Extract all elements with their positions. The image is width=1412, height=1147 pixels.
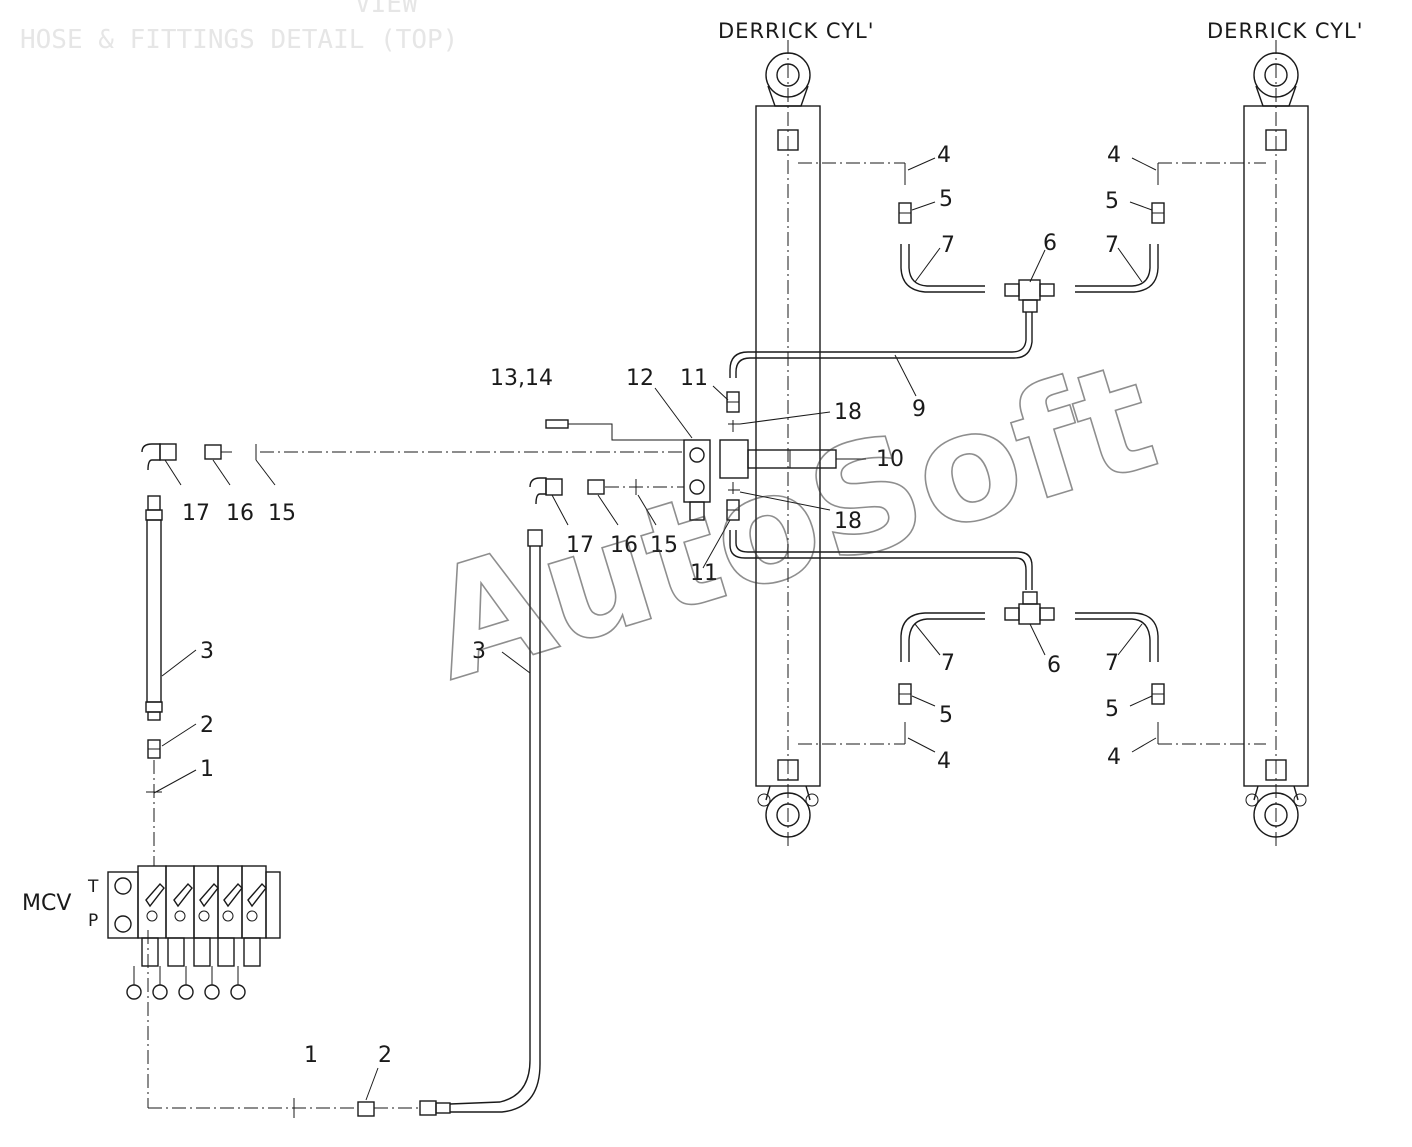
callout-18-upper: 18 bbox=[834, 400, 862, 425]
callout-2-bottom: 2 bbox=[378, 1043, 392, 1068]
right-cylinder-title: DERRICK CYL' bbox=[1207, 19, 1364, 43]
mcv-label: MCV bbox=[22, 891, 71, 916]
left-cylinder-title: DERRICK CYL' bbox=[718, 19, 875, 43]
faded-header-title: HOSE & FITTINGS DETAIL (TOP) bbox=[20, 25, 458, 55]
derrick-cylinder-left bbox=[755, 40, 821, 850]
derrick-cylinder-right bbox=[1243, 40, 1309, 850]
leader-lines bbox=[153, 157, 1157, 1101]
callout-7-lower-right: 7 bbox=[1105, 651, 1119, 676]
callout-4-lower-left: 4 bbox=[937, 749, 951, 774]
left-hose-route bbox=[141, 443, 684, 866]
callout-4-lower-right: 4 bbox=[1107, 745, 1121, 770]
callout-15-left: 15 bbox=[268, 501, 296, 526]
callout-17-left: 17 bbox=[182, 501, 210, 526]
mcv-port-t: T bbox=[87, 877, 99, 897]
callout-7-lower-left: 7 bbox=[941, 651, 955, 676]
callout-7-upper-right: 7 bbox=[1105, 233, 1119, 258]
callout-10: 10 bbox=[876, 447, 904, 472]
callout-1-left: 1 bbox=[200, 757, 214, 782]
callout-11-lower: 11 bbox=[690, 561, 718, 586]
callout-17-mid: 17 bbox=[566, 533, 594, 558]
callout-4-upper-right: 4 bbox=[1107, 143, 1121, 168]
callout-15-mid: 15 bbox=[650, 533, 678, 558]
middle-hose-route bbox=[147, 477, 684, 1118]
callout-3-left: 3 bbox=[200, 639, 214, 664]
callout-2-left: 2 bbox=[200, 713, 214, 738]
callout-11-upper: 11 bbox=[680, 366, 708, 391]
mcv-valve-bank bbox=[107, 865, 281, 1000]
callout-1-bottom: 1 bbox=[304, 1043, 318, 1068]
callout-6-lower: 6 bbox=[1047, 653, 1061, 678]
callout-labels: 4 4 5 5 7 7 6 9 10 11 12 13,14 18 18 11 … bbox=[182, 143, 1121, 1068]
valve-block bbox=[545, 419, 866, 521]
lower-piping bbox=[726, 482, 1266, 745]
callout-13-14: 13,14 bbox=[490, 366, 553, 391]
callout-3-mid: 3 bbox=[472, 639, 486, 664]
callout-5-lower-right: 5 bbox=[1105, 697, 1119, 722]
callout-12: 12 bbox=[626, 366, 654, 391]
callout-9: 9 bbox=[912, 397, 926, 422]
callout-18-lower: 18 bbox=[834, 509, 862, 534]
callout-4-upper-left: 4 bbox=[937, 143, 951, 168]
callout-5-upper-left: 5 bbox=[939, 187, 953, 212]
mcv-port-p: P bbox=[88, 911, 98, 931]
callout-6-upper: 6 bbox=[1043, 231, 1057, 256]
callout-5-upper-right: 5 bbox=[1105, 189, 1119, 214]
faded-header-top: VIEW bbox=[355, 0, 418, 19]
callout-16-mid: 16 bbox=[610, 533, 638, 558]
callout-16-left: 16 bbox=[226, 501, 254, 526]
callout-7-upper-left: 7 bbox=[941, 233, 955, 258]
upper-piping bbox=[726, 162, 1266, 432]
callout-5-lower-left: 5 bbox=[939, 703, 953, 728]
